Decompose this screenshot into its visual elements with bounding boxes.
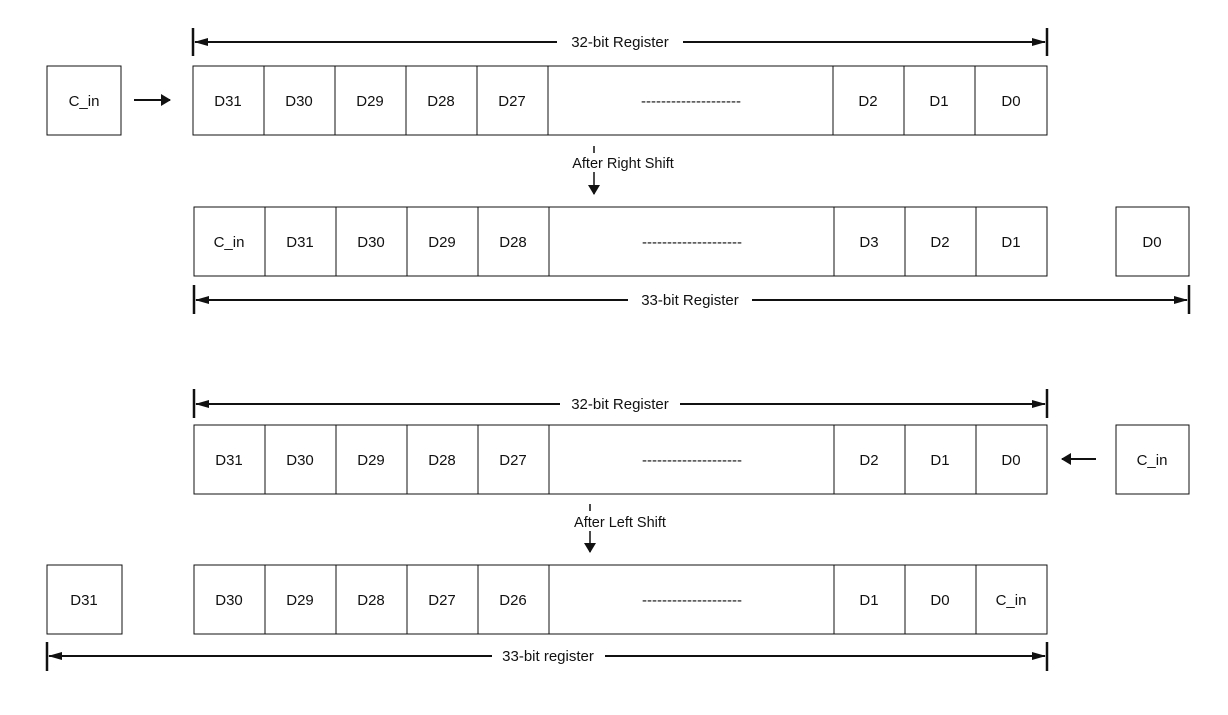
right-before-carry-in-box <box>46 65 122 136</box>
right-after-register-label: 33-bit Register <box>641 292 739 309</box>
register-cell <box>974 65 1048 136</box>
cell-label: C_in <box>214 234 245 251</box>
cell-label: D3 <box>859 234 878 251</box>
register-cell <box>264 206 337 277</box>
right-shift-after-group: C_in D31 D30 D29 D28 -------------------… <box>192 206 1191 314</box>
left-before-carry-in-label: C_in <box>1137 452 1168 469</box>
cell-label: D28 <box>428 452 456 469</box>
right-shift-transition: After Right Shift <box>572 146 674 195</box>
register-cell <box>833 206 906 277</box>
cell-label: D30 <box>285 93 313 110</box>
cell-label: D29 <box>286 592 314 609</box>
left-before-register-label: 32-bit Register <box>571 396 669 413</box>
register-cell <box>335 424 408 495</box>
register-cell <box>192 65 265 136</box>
right-before-register: D31 D30 D29 D28 D27 --------------------… <box>192 65 1048 136</box>
right-before-32bit-dimension: 32-bit Register <box>191 28 1049 56</box>
register-cell <box>263 65 336 136</box>
cell-label: D31 <box>215 452 243 469</box>
cell-label: D1 <box>1001 234 1020 251</box>
register-cell <box>405 65 478 136</box>
register-cell <box>903 65 976 136</box>
register-cell-ellipsis <box>547 65 834 136</box>
cell-label: D27 <box>428 592 456 609</box>
cell-label: D30 <box>215 592 243 609</box>
cell-label: D2 <box>858 93 877 110</box>
cell-label: D26 <box>499 592 527 609</box>
register-cell <box>264 564 337 635</box>
cell-label-ellipsis: -------------------- <box>641 93 741 110</box>
register-cell <box>406 424 479 495</box>
cell-label-ellipsis: -------------------- <box>642 234 742 251</box>
left-shift-after-group: D31 D30 D29 D28 D27 D26 ----------------… <box>45 564 1049 671</box>
register-cell <box>477 206 550 277</box>
cell-label: D29 <box>356 93 384 110</box>
register-cell <box>833 424 906 495</box>
register-cell <box>833 564 906 635</box>
cell-label: D2 <box>859 452 878 469</box>
left-after-33bit-dimension: 33-bit register <box>45 642 1049 671</box>
register-cell <box>335 206 408 277</box>
register-cell-ellipsis <box>548 424 835 495</box>
cell-label: D29 <box>428 234 456 251</box>
cell-label: D28 <box>427 93 455 110</box>
cell-label: D28 <box>357 592 385 609</box>
cell-label: D1 <box>930 452 949 469</box>
register-cell <box>975 564 1048 635</box>
register-cell-ellipsis <box>548 206 835 277</box>
register-cell <box>193 564 266 635</box>
register-cell <box>904 564 977 635</box>
cell-label: D30 <box>286 452 314 469</box>
register-cell <box>975 206 1048 277</box>
right-shift-before-group: 32-bit Register C_in D31 D30 D29 D28 D27… <box>46 28 1049 136</box>
cell-label: C_in <box>996 592 1027 609</box>
register-cell <box>406 564 479 635</box>
cell-label: D31 <box>214 93 242 110</box>
left-after-shifted-out-label: D31 <box>70 592 98 609</box>
register-cell <box>406 206 479 277</box>
register-cell <box>975 424 1048 495</box>
right-after-shifted-out-label: D0 <box>1142 234 1161 251</box>
left-shift-transition-label: After Left Shift <box>574 515 666 531</box>
right-after-register: C_in D31 D30 D29 D28 -------------------… <box>193 206 1048 277</box>
cell-label: D30 <box>357 234 385 251</box>
cell-label: D0 <box>1001 452 1020 469</box>
cell-label: D31 <box>286 234 314 251</box>
register-cell <box>476 65 549 136</box>
cell-label: D1 <box>859 592 878 609</box>
right-after-shifted-out-box <box>1115 206 1190 277</box>
cell-label-ellipsis: -------------------- <box>642 592 742 609</box>
register-cell <box>193 206 266 277</box>
cell-label: D27 <box>499 452 527 469</box>
right-before-register-label: 32-bit Register <box>571 34 669 51</box>
cell-label: D0 <box>1001 93 1020 110</box>
register-cell <box>477 564 550 635</box>
right-after-33bit-dimension: 33-bit Register <box>192 285 1191 314</box>
right-shift-transition-label: After Right Shift <box>572 156 674 172</box>
left-after-register-label: 33-bit register <box>502 648 594 665</box>
right-before-carry-in-label: C_in <box>69 93 100 110</box>
cell-label: D0 <box>930 592 949 609</box>
register-cell <box>193 424 266 495</box>
left-before-carry-in-box <box>1115 424 1190 495</box>
register-cell <box>334 65 407 136</box>
left-before-register: D31 D30 D29 D28 D27 --------------------… <box>193 424 1048 495</box>
left-after-register: D30 D29 D28 D27 D26 --------------------… <box>193 564 1048 635</box>
cell-label-ellipsis: -------------------- <box>642 452 742 469</box>
cell-label: D28 <box>499 234 527 251</box>
cell-label: D1 <box>929 93 948 110</box>
cell-label: D27 <box>498 93 526 110</box>
register-cell <box>904 424 977 495</box>
cell-label: D29 <box>357 452 385 469</box>
left-shift-transition: After Left Shift <box>574 504 666 553</box>
left-shift-before-group: 32-bit Register D31 D30 D29 D28 D27 ----… <box>192 389 1190 495</box>
left-after-shifted-out-box <box>46 564 123 635</box>
cell-label: D2 <box>930 234 949 251</box>
left-before-32bit-dimension: 32-bit Register <box>192 389 1049 418</box>
